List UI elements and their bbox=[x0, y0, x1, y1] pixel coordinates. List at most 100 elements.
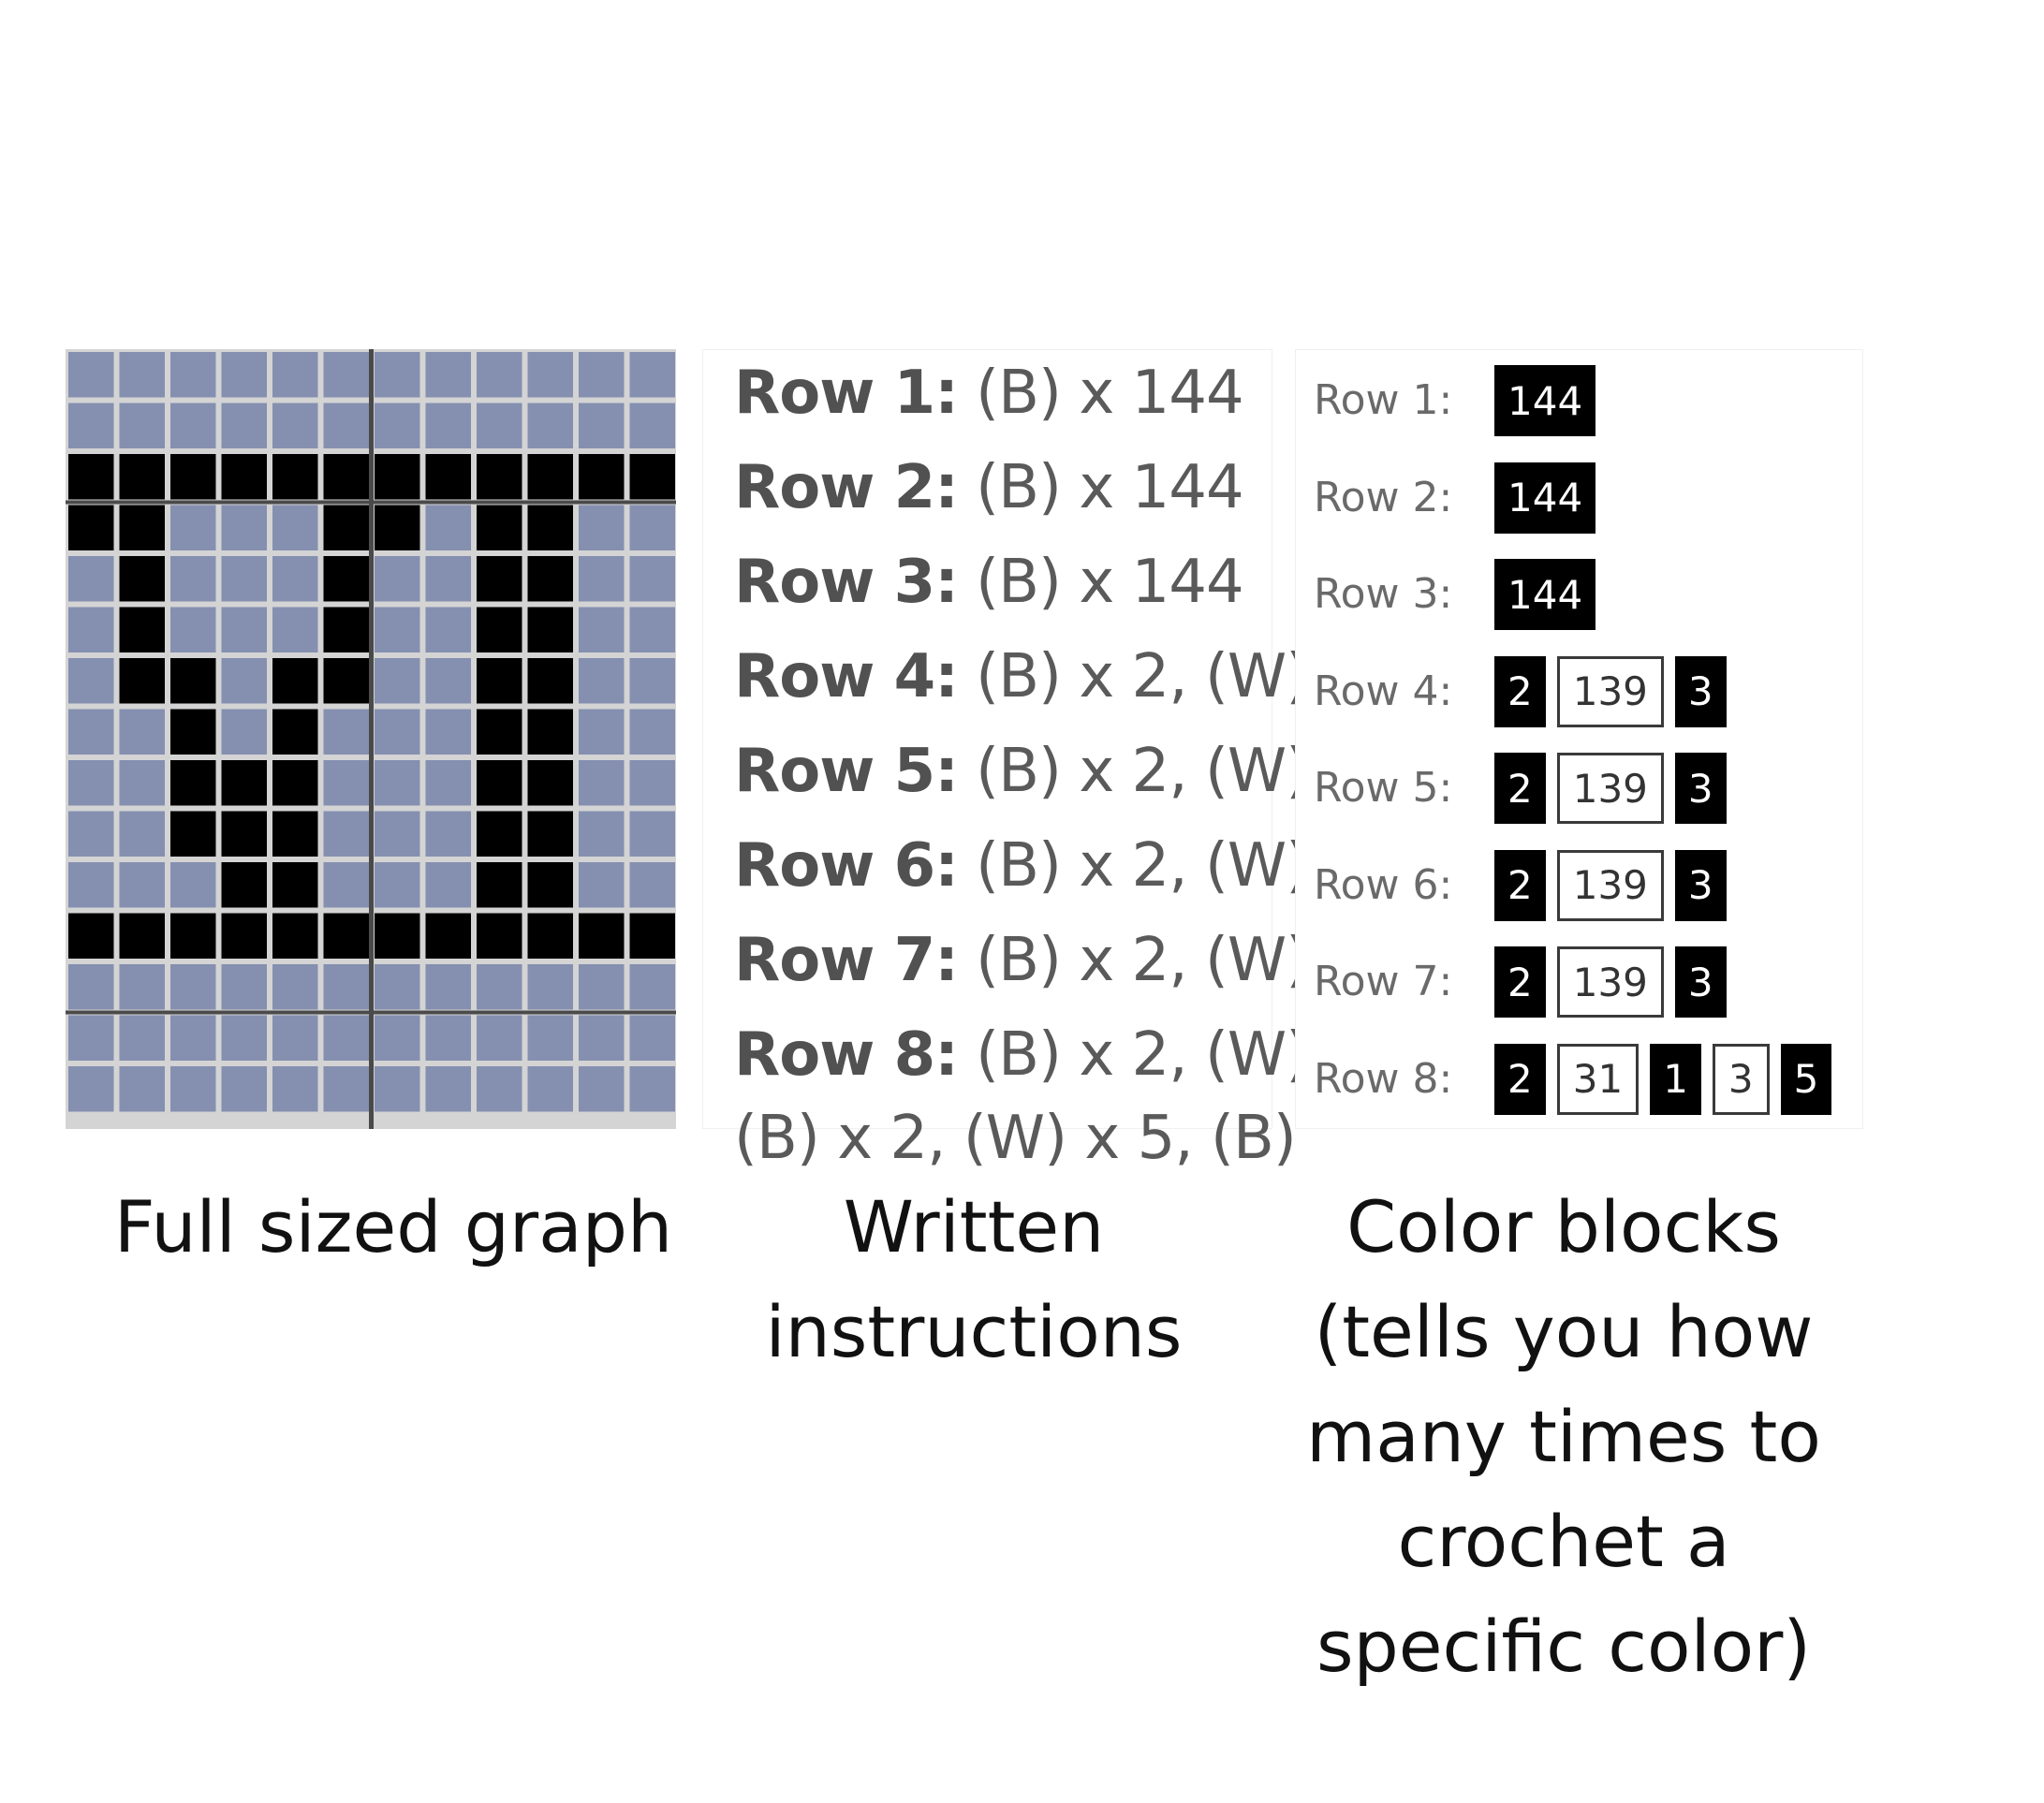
graph-cell-filled bbox=[323, 913, 369, 959]
graph-cell-filled bbox=[68, 454, 114, 500]
caption-written-instructions: Written instructions bbox=[712, 1175, 1236, 1385]
graph-cell-filled bbox=[477, 913, 522, 959]
graph-cell-empty bbox=[425, 964, 471, 1010]
graph-cell-empty bbox=[68, 658, 114, 704]
written-row: Row 4: (B) x 2, (W) bbox=[734, 642, 1309, 711]
graph-cell-filled bbox=[425, 454, 471, 500]
graph-cell-filled bbox=[527, 658, 573, 704]
color-block-row-label: Row 3: bbox=[1314, 570, 1453, 618]
graph-cell-empty bbox=[425, 709, 471, 755]
graph-cell-filled bbox=[272, 811, 318, 857]
graph-cell-empty bbox=[68, 352, 114, 398]
written-row: Row 3: (B) x 144 bbox=[734, 548, 1244, 617]
graph-cell-empty bbox=[629, 709, 675, 755]
graph-cell-empty bbox=[323, 1066, 369, 1112]
graph-cell-empty bbox=[119, 1015, 165, 1061]
color-block-black: 2 bbox=[1494, 753, 1546, 824]
written-row-text: (B) x 144 bbox=[976, 453, 1244, 522]
graph-cell-filled bbox=[527, 505, 573, 550]
graph-cell-empty bbox=[425, 607, 471, 652]
graph-major-line bbox=[369, 349, 374, 1129]
graph-cell-filled bbox=[170, 760, 216, 806]
written-row-label: Row 5: bbox=[734, 737, 959, 806]
graph-cell-empty bbox=[375, 964, 420, 1010]
graph-cell-empty bbox=[170, 862, 216, 908]
graph-cell-empty bbox=[272, 505, 318, 550]
graph-cell-empty bbox=[375, 709, 420, 755]
written-row: Row 6: (B) x 2, (W) bbox=[734, 831, 1309, 901]
graph-cell-empty bbox=[170, 403, 216, 448]
color-block-white: 31 bbox=[1556, 1043, 1640, 1115]
graph-cell-filled bbox=[323, 658, 369, 704]
graph-cell-empty bbox=[425, 1015, 471, 1061]
graph-cell-filled bbox=[170, 658, 216, 704]
graph-cell-filled bbox=[323, 556, 369, 602]
written-row-label: Row 6: bbox=[734, 831, 959, 901]
graph-cell-empty bbox=[375, 658, 420, 704]
graph-cell-empty bbox=[119, 760, 165, 806]
graph-cell-empty bbox=[272, 403, 318, 448]
graph-cell-empty bbox=[527, 1015, 573, 1061]
graph-cell-filled bbox=[323, 454, 369, 500]
graph-cell-empty bbox=[425, 1066, 471, 1112]
graph-cell-filled bbox=[477, 811, 522, 857]
caption-full-sized-graph: Full sized graph bbox=[75, 1175, 712, 1280]
graph-cell-filled bbox=[477, 505, 522, 550]
graph-cell-empty bbox=[425, 403, 471, 448]
color-block-black: 2 bbox=[1494, 1043, 1546, 1115]
color-block-black: 5 bbox=[1780, 1043, 1832, 1115]
graph-cell-empty bbox=[425, 760, 471, 806]
graph-cell-empty bbox=[119, 403, 165, 448]
graph-cell-filled bbox=[527, 811, 573, 857]
graph-cell-empty bbox=[68, 760, 114, 806]
graph-cell-empty bbox=[68, 1015, 114, 1061]
graph-cell-filled bbox=[375, 913, 420, 959]
graph-cell-empty bbox=[579, 352, 625, 398]
caption-line: Written bbox=[843, 1185, 1105, 1268]
graph-cell-empty bbox=[375, 1066, 420, 1112]
graph-cell-empty bbox=[629, 964, 675, 1010]
color-block-white: 139 bbox=[1556, 753, 1664, 824]
graph-cell-empty bbox=[221, 607, 267, 652]
graph-cell-empty bbox=[221, 964, 267, 1010]
graph-cell-empty bbox=[119, 352, 165, 398]
graph-cell-filled bbox=[272, 454, 318, 500]
written-row-label: Row 1: bbox=[734, 359, 959, 428]
graph-cell-filled bbox=[170, 811, 216, 857]
graph-cell-empty bbox=[119, 1066, 165, 1112]
graph-cell-empty bbox=[323, 352, 369, 398]
graph-cell-empty bbox=[527, 964, 573, 1010]
graph-cell-empty bbox=[527, 352, 573, 398]
graph-cell-filled bbox=[170, 709, 216, 755]
graph-cell-empty bbox=[629, 811, 675, 857]
color-block-row: Row 2:144 bbox=[1295, 462, 2044, 534]
graph-cell-empty bbox=[629, 403, 675, 448]
caption-line: Color blocks bbox=[1346, 1185, 1781, 1268]
graph-cell-empty bbox=[629, 1015, 675, 1061]
color-block-black: 2 bbox=[1494, 946, 1546, 1018]
graph-cell-filled bbox=[477, 556, 522, 602]
color-block-row-label: Row 7: bbox=[1314, 958, 1453, 1005]
graph-cell-empty bbox=[221, 709, 267, 755]
graph-cell-empty bbox=[170, 1015, 216, 1061]
written-row: Row 7: (B) x 2, (W) bbox=[734, 926, 1309, 995]
graph-cell-empty bbox=[323, 811, 369, 857]
graph-cell-empty bbox=[579, 964, 625, 1010]
graph-cell-empty bbox=[527, 1066, 573, 1112]
graph-cell-filled bbox=[119, 913, 165, 959]
graph-cell-empty bbox=[68, 862, 114, 908]
written-row-text: (B) x 2, (W) bbox=[976, 737, 1309, 806]
graph-cell-empty bbox=[221, 1015, 267, 1061]
written-row-text: (B) x 2, (W) bbox=[976, 831, 1309, 901]
color-block-group: 144 bbox=[1494, 462, 1596, 534]
written-row: Row 2: (B) x 144 bbox=[734, 453, 1244, 522]
graph-cell-filled bbox=[221, 913, 267, 959]
graph-cell-empty bbox=[68, 607, 114, 652]
color-block-white: 3 bbox=[1712, 1043, 1770, 1115]
